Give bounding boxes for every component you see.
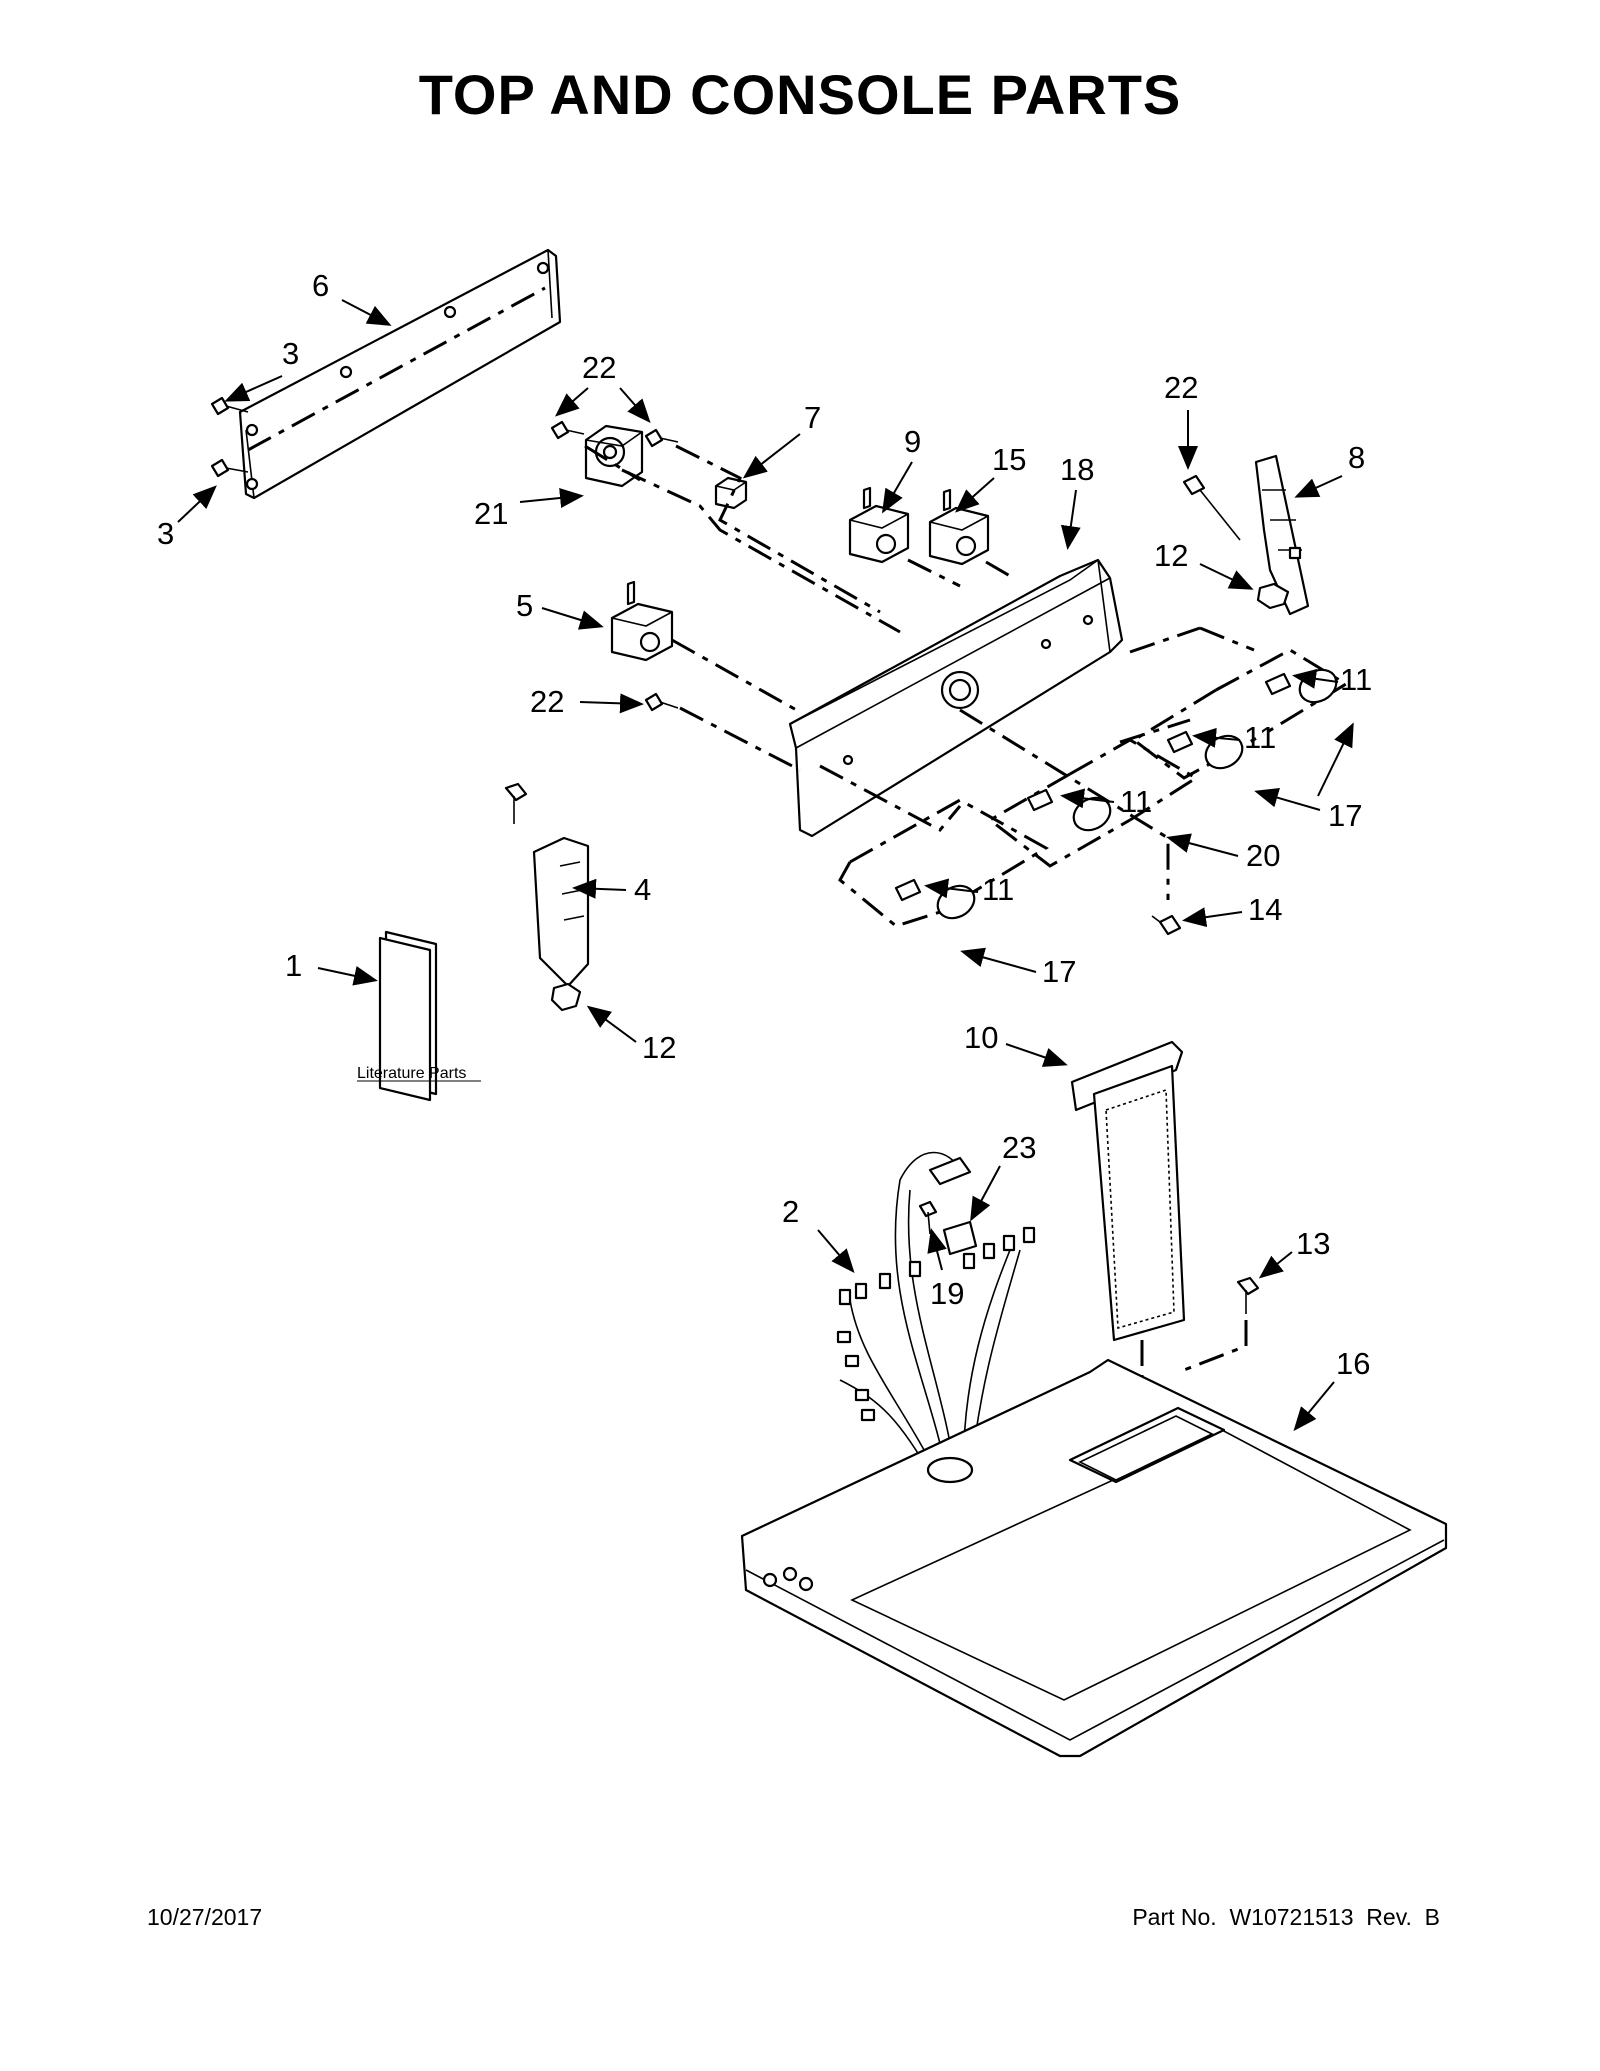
svg-text:1: 1 (285, 948, 302, 983)
footer-part-number: Part No. W10721513 Rev. B (1132, 1904, 1440, 1930)
callout-2: 2 (782, 1194, 855, 1274)
svg-text:8: 8 (1348, 440, 1365, 475)
svg-text:10: 10 (964, 1020, 998, 1055)
svg-text:15: 15 (992, 442, 1026, 477)
svg-text:5: 5 (516, 588, 533, 623)
svg-text:19: 19 (930, 1276, 964, 1311)
part-1-literature[interactable] (378, 930, 438, 1102)
svg-text:11: 11 (1244, 720, 1276, 755)
svg-text:18: 18 (1060, 452, 1094, 487)
callout-20: 20 (1166, 833, 1280, 873)
svg-text:7: 7 (804, 400, 821, 435)
callout-9: 9 (881, 424, 921, 514)
part-22-screw-c[interactable] (644, 692, 679, 712)
part-23-bracket[interactable] (942, 1220, 978, 1256)
svg-text:11: 11 (1340, 662, 1372, 697)
callout-10: 10 (964, 1020, 1068, 1067)
callout-3-upper: 3 (224, 336, 299, 402)
callout-1: 1 (285, 948, 378, 986)
callout-21: 21 (474, 488, 584, 531)
callout-11-bottom: 11 (924, 872, 1014, 907)
callout-18: 18 (1060, 452, 1094, 550)
part-15-switch[interactable] (928, 488, 990, 566)
svg-text:9: 9 (904, 424, 921, 459)
svg-text:2: 2 (782, 1194, 799, 1229)
svg-text:14: 14 (1248, 892, 1282, 927)
callout-8: 8 (1294, 440, 1365, 498)
callout-22-timer: 22 (554, 350, 651, 424)
callout-11-middle: 11 (1192, 720, 1276, 755)
callout-23: 23 (970, 1130, 1036, 1222)
callout-17-lower: 17 (960, 947, 1076, 989)
svg-text:3: 3 (282, 336, 299, 371)
svg-text:11: 11 (982, 872, 1014, 907)
part-22-screw-e[interactable] (504, 782, 528, 824)
svg-text:17: 17 (1328, 798, 1362, 833)
part-9-switch[interactable] (848, 486, 910, 564)
part-3-screw-upper[interactable] (210, 396, 249, 416)
callout-3-lower: 3 (157, 485, 217, 551)
callout-19: 19 (927, 1228, 964, 1311)
svg-text:23: 23 (1002, 1130, 1036, 1165)
callout-15: 15 (955, 442, 1026, 513)
svg-text:22: 22 (582, 350, 616, 385)
svg-text:22: 22 (1164, 370, 1198, 405)
part-10-lint-screen[interactable] (1070, 1040, 1186, 1342)
callout-22-left: 22 (530, 684, 644, 719)
callout-12-upper: 12 (1154, 538, 1254, 590)
svg-text:22: 22 (530, 684, 564, 719)
callout-6: 6 (312, 268, 392, 326)
svg-text:21: 21 (474, 496, 508, 531)
callout-12-lower: 12 (586, 1005, 676, 1065)
svg-text:3: 3 (157, 516, 174, 551)
svg-text:20: 20 (1246, 838, 1280, 873)
part-6-console-rear-panel[interactable] (238, 248, 562, 500)
part-22-screw-b[interactable] (644, 428, 679, 448)
part-16-top-panel[interactable] (740, 1358, 1448, 1758)
part-7-clip[interactable] (714, 476, 748, 510)
footer-date: 10/27/2017 (147, 1904, 263, 1930)
part-22-screw-d[interactable] (1182, 474, 1241, 541)
part-13-screw[interactable] (1236, 1276, 1260, 1314)
literature-parts-label: Literature Parts (357, 1065, 466, 1082)
svg-text:13: 13 (1296, 1226, 1330, 1261)
svg-text:6: 6 (312, 268, 329, 303)
part-12-clip-lower[interactable] (550, 982, 582, 1012)
part-8-end-cap[interactable] (1254, 454, 1310, 616)
part-20-knob-kit[interactable] (987, 738, 1199, 868)
callout-5: 5 (516, 588, 604, 630)
svg-text:4: 4 (634, 872, 651, 907)
part-14-screw[interactable] (1151, 914, 1182, 936)
callout-11-lower: 11 (1060, 784, 1152, 819)
callout-17-upper: 17 (1254, 722, 1362, 833)
svg-text:12: 12 (1154, 538, 1188, 573)
svg-text:17: 17 (1042, 954, 1076, 989)
callout-11-upper: 11 (1292, 662, 1372, 697)
callout-4: 4 (572, 872, 651, 907)
part-12-clip-upper[interactable] (1256, 582, 1290, 610)
callout-13: 13 (1258, 1226, 1330, 1279)
svg-text:11: 11 (1120, 784, 1152, 819)
part-22-screw-a[interactable] (550, 420, 585, 440)
svg-text:12: 12 (642, 1030, 676, 1065)
part-4-end-cap[interactable] (532, 836, 590, 988)
diagram-title: TOP AND CONSOLE PARTS (418, 63, 1182, 126)
part-21-timer[interactable] (584, 424, 644, 488)
callout-22-right: 22 (1164, 370, 1198, 470)
callout-16: 16 (1293, 1346, 1370, 1432)
part-17-knob-kit-lower[interactable] (838, 798, 1049, 928)
part-18-console[interactable] (788, 558, 1124, 838)
part-3-screw-lower[interactable] (210, 458, 249, 478)
callout-14: 14 (1182, 892, 1282, 928)
callout-7: 7 (742, 400, 821, 479)
part-5-switch[interactable] (610, 580, 674, 662)
svg-text:16: 16 (1336, 1346, 1370, 1381)
